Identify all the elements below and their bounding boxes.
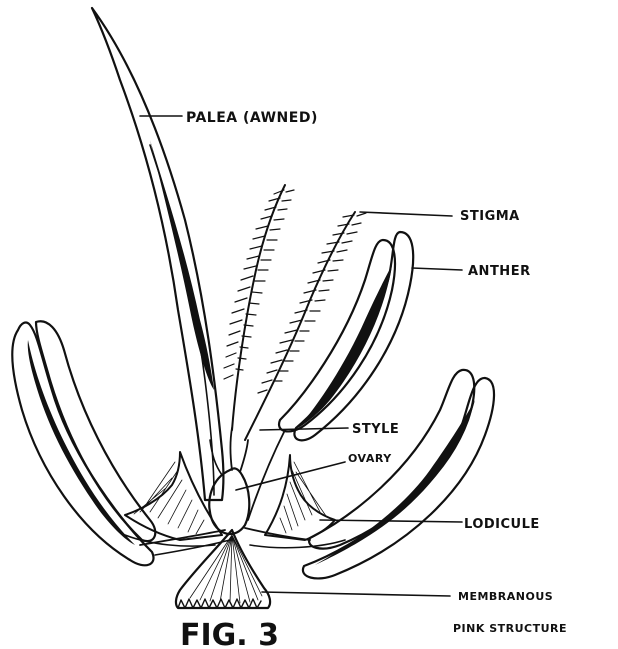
figure-caption: FIG. 3	[180, 618, 279, 649]
label-lodicule: LODICULE	[464, 517, 540, 532]
anther-upper-right	[279, 232, 413, 440]
label-style: STYLE	[352, 422, 399, 437]
label-ovary: OVARY	[348, 452, 392, 465]
leader-anther	[412, 268, 462, 270]
label-anther: ANTHER	[468, 264, 531, 279]
leader-lines	[140, 116, 462, 596]
ovary	[209, 428, 249, 534]
lodicule-left	[125, 452, 222, 540]
leader-lodicule	[320, 520, 462, 522]
label-membranous-line2: PINK STRUCTURE	[453, 622, 567, 635]
leader-membranous	[262, 592, 450, 596]
palea	[92, 8, 224, 500]
leader-style	[260, 428, 348, 430]
anther-left	[12, 321, 155, 565]
label-membranous-line1: MEMBRANOUS	[458, 590, 553, 603]
label-palea: PALEA (AWNED)	[186, 110, 318, 126]
label-stigma: STIGMA	[460, 209, 520, 224]
leader-stigma	[360, 212, 452, 216]
